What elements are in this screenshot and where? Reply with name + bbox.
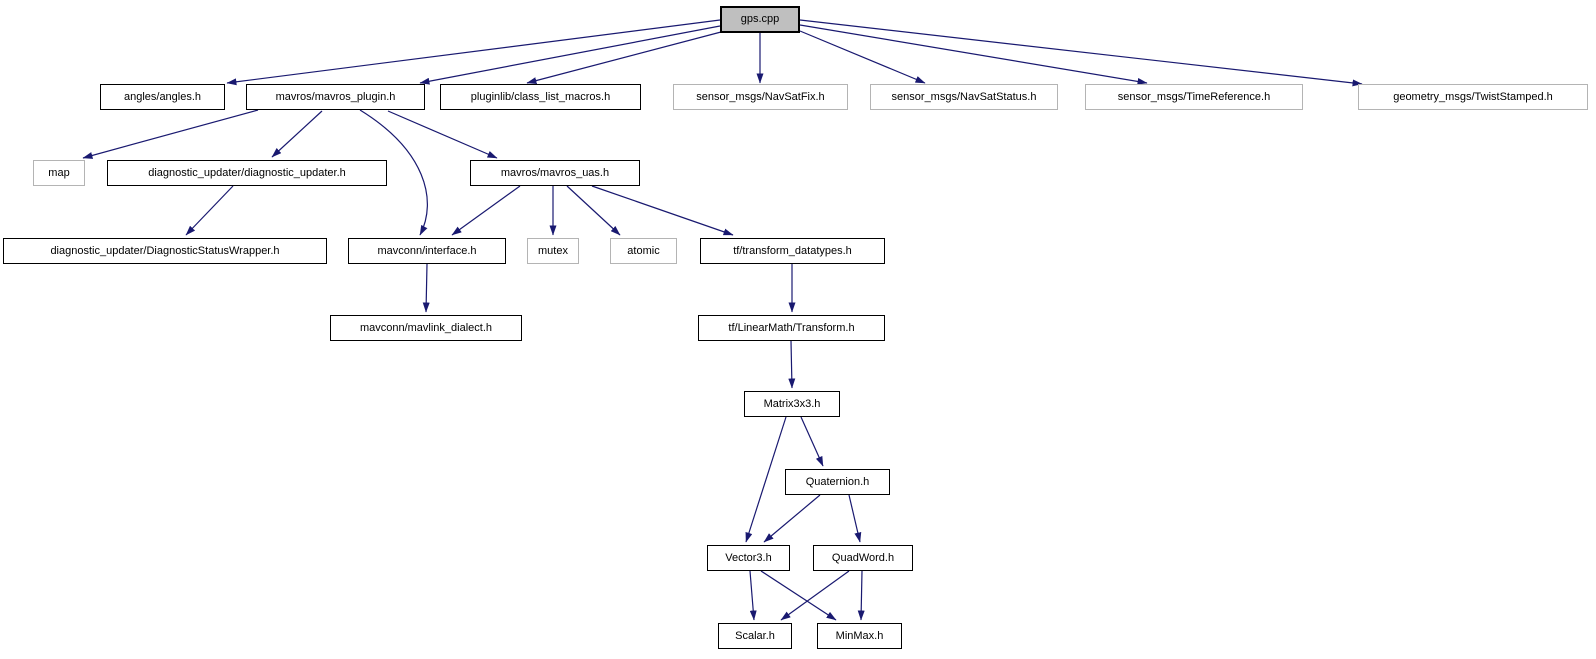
node-sensor-msgs-timereference-h: sensor_msgs/TimeReference.h	[1085, 84, 1303, 110]
edge-transform-to-matrix	[788, 340, 796, 389]
edge-vector3-to-scalar	[749, 570, 757, 621]
node-mutex: mutex	[527, 238, 579, 264]
node-diagnostic-updater-h[interactable]: diagnostic_updater/diagnostic_updater.h	[107, 160, 387, 186]
edge-gps-to-twiststamped	[799, 19, 1363, 87]
node-mavros-mavros-plugin-h[interactable]: mavros/mavros_plugin.h	[246, 84, 425, 110]
edge-quaternion-to-vector3	[763, 494, 821, 543]
node-diagnosticstatuswrapper-h[interactable]: diagnostic_updater/DiagnosticStatusWrapp…	[3, 238, 327, 264]
edge-diagupdater-to-wrapper	[185, 185, 234, 236]
node-sensor-msgs-navsatfix-h: sensor_msgs/NavSatFix.h	[673, 84, 848, 110]
node-mavros-mavros-uas-h[interactable]: mavros/mavros_uas.h	[470, 160, 640, 186]
edge-gps-to-timereference	[799, 24, 1148, 85]
edge-interface-to-dialect	[422, 263, 430, 313]
node-matrix3x3-h[interactable]: Matrix3x3.h	[744, 391, 840, 417]
node-angles-angles-h[interactable]: angles/angles.h	[100, 84, 225, 110]
node-pluginlib-class-list-macros-h[interactable]: pluginlib/class_list_macros.h	[440, 84, 641, 110]
edge-uas-to-tfdatatypes	[591, 185, 734, 236]
node-atomic: atomic	[610, 238, 677, 264]
node-map: map	[33, 160, 85, 186]
edge-gps-to-mavros-plugin	[419, 25, 721, 85]
node-vector3-h[interactable]: Vector3.h	[707, 545, 790, 571]
edge-quaternion-to-quadword	[848, 494, 862, 543]
edge-gps-to-pluginlib	[526, 31, 722, 84]
node-mavconn-interface-h[interactable]: mavconn/interface.h	[348, 238, 506, 264]
edge-uas-to-interface	[451, 185, 521, 236]
node-quadword-h[interactable]: QuadWord.h	[813, 545, 913, 571]
edge-uas-to-atomic	[566, 185, 621, 236]
edge-matrix-to-quaternion	[800, 416, 824, 467]
node-geometry-msgs-twiststamped-h: geometry_msgs/TwistStamped.h	[1358, 84, 1588, 110]
edge-plugin-to-interface	[359, 109, 428, 236]
edge-gps-to-navsatstatus	[799, 30, 926, 84]
edge-quadword-to-scalar	[780, 570, 850, 621]
edge-plugin-to-uas	[387, 110, 498, 159]
node-quaternion-h[interactable]: Quaternion.h	[785, 469, 890, 495]
edge-quadword-to-minmax	[857, 570, 865, 621]
node-tf-transform-datatypes-h[interactable]: tf/transform_datatypes.h	[700, 238, 885, 264]
edge-vector3-to-minmax	[760, 570, 837, 621]
node-scalar-h[interactable]: Scalar.h	[718, 623, 792, 649]
edge-matrix-to-vector3	[745, 416, 787, 543]
edge-gps-to-angles	[226, 19, 721, 86]
node-tf-linearmath-transform-h[interactable]: tf/LinearMath/Transform.h	[698, 315, 885, 341]
node-sensor-msgs-navsatstatus-h: sensor_msgs/NavSatStatus.h	[870, 84, 1058, 110]
node-minmax-h[interactable]: MinMax.h	[817, 623, 902, 649]
node-mavconn-mavlink-dialect-h[interactable]: mavconn/mavlink_dialect.h	[330, 315, 522, 341]
edge-plugin-to-map	[82, 109, 259, 159]
edge-plugin-to-diagupdater	[271, 110, 323, 158]
node-gps-cpp: gps.cpp	[720, 6, 800, 33]
